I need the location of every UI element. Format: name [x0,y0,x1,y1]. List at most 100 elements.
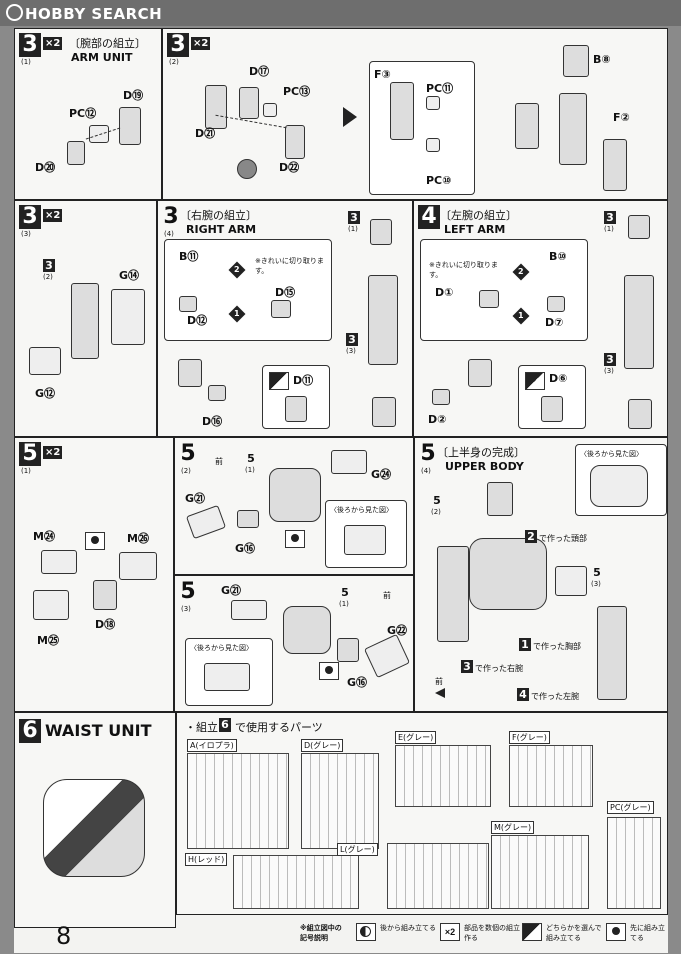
step-title-jp: 〔右腕の組立〕 [180,209,257,222]
ref-step-sub: (1) [339,600,349,608]
label-text: で作った左腕 [531,692,579,701]
step-title-jp: 〔腕部の組立〕 [69,37,146,50]
choice-bubble: D⑪ [262,365,330,429]
choose-icon [522,923,542,941]
left-arm-assembly [597,606,627,700]
back-view-bubble: 〈後ろから見た図〉 [185,638,273,706]
hand-part [285,396,307,422]
ref-step-number: 3 [604,353,616,366]
hand-part [178,359,202,387]
sprue-label-h: H(レッド) [185,853,228,866]
step-number: 4 [418,205,440,229]
callout-badge: 2 [228,261,246,279]
shoulder-part [555,566,587,596]
sprue-label-l: L(グレー) [337,843,378,856]
arm-assembly [624,275,654,369]
step-sub: (4) [421,467,431,475]
right-arm-assembly [437,546,469,642]
first-icon [319,662,339,680]
front-label: 前 [435,677,443,686]
shoulder-part [119,552,157,580]
ref-step-number: 3 [346,333,358,346]
shoulder-part [370,219,392,245]
joint-part [337,638,359,662]
back-view-bubble: 〈後ろから見た図〉 [325,500,407,568]
sprue-label-pc: PC(グレー) [607,801,654,814]
ref-step-number: 5 [593,566,601,579]
armor-part [185,504,227,540]
armor-part [344,525,386,555]
first-icon [285,530,305,548]
arm-part [603,139,627,191]
step-3-4-panel: 3 (4) 〔右腕の組立〕 RIGHT ARM ※きれいに切り取ります。 B⑪ … [157,200,413,437]
label-text: で作った頭部 [539,534,587,543]
step-sub: (3) [181,605,191,613]
parts-title-a: ・組立 [185,721,218,734]
pc-part [426,96,440,110]
arm-part [390,82,414,140]
step-6-panel: 6 WAIST UNIT [14,712,176,928]
step-3-2-panel: 3 ×2 (2) D⑰ PC⑬ D㉑ D㉒ F③ PC⑪ PC⑩ B⑧ F② [162,28,668,200]
arm-part [285,125,305,159]
back-view-label: 〈後ろから見た図〉 [330,506,393,514]
arm-part [179,296,197,312]
joint-part [237,510,259,528]
ref-step-sub: (2) [43,273,53,281]
ref-step-number: 5 [341,586,349,599]
step-3-3-panel: 3 ×2 (3) 3 (2) G⑭ G⑫ [14,200,157,437]
step-5-3-panel: 5 (3) G㉑ 5 (1) 前 G㉒ G⑯ 〈後ろから見た図〉 [174,575,414,712]
part-label: G㉔ [371,468,392,481]
pc-part [426,138,440,152]
part-label: D⑫ [187,314,208,327]
arm-part [67,141,85,165]
part-label: D⑮ [275,286,296,299]
part-label: D⑲ [123,89,144,102]
arm-part [559,93,587,165]
part-label: D① [435,286,454,299]
part-label: B⑩ [549,250,567,263]
sprue-label-d: D(グレー) [301,739,344,752]
first-icon [606,923,626,941]
arm-part [205,85,227,129]
step-number: 5 [420,441,436,466]
callout-badge: 1 [512,307,530,325]
step-title-en: RIGHT ARM [186,223,257,236]
armor-part [331,450,367,474]
arm-part [119,107,141,145]
x2-icon: ×2 [440,923,460,941]
front-arrow-icon [435,688,445,698]
armor-part [111,289,145,345]
sprue-a [187,753,289,849]
step-number: 3 [163,204,179,229]
part-label: F③ [374,68,391,81]
part-label: D⑳ [35,161,56,174]
ref-step-sub: (1) [348,225,358,233]
ref-step-number: 3 [348,211,360,224]
hand-part [372,397,396,427]
step-5-1-panel: 5 ×2 (1) M㉔ M㉖ M㉕ D⑱ [14,437,174,712]
step-number: 3 [19,33,41,57]
cut-note: ※きれいに切り取ります。 [429,261,498,279]
part-label: PC⑫ [69,107,97,120]
arm-part [71,283,99,359]
arm-part [479,290,499,308]
legend-text: どちらかを選んで組み立てる [546,924,602,942]
ref-step-sub: (3) [604,367,614,375]
step-title-jp: 〔上半身の完成〕 [437,446,525,459]
label-step-badge: 3 [461,660,473,673]
step-title-en: LEFT ARM [444,223,506,236]
sprue-label-f: F(グレー) [509,731,550,744]
part-label: G⑫ [35,387,56,400]
part-label: M㉔ [33,530,55,543]
site-logo: HOBBY SEARCH [6,4,162,23]
part-label: PC⑩ [426,174,452,187]
part-label: D⑥ [549,372,568,385]
arm-part [515,103,539,149]
hand-part [208,385,226,401]
label-text: で作った右腕 [475,664,523,673]
step-sub: (4) [164,230,174,238]
part-label: M㉖ [127,532,149,545]
part-label: G㉒ [387,624,408,637]
hand-part [628,399,652,429]
sprue-f [509,745,593,807]
